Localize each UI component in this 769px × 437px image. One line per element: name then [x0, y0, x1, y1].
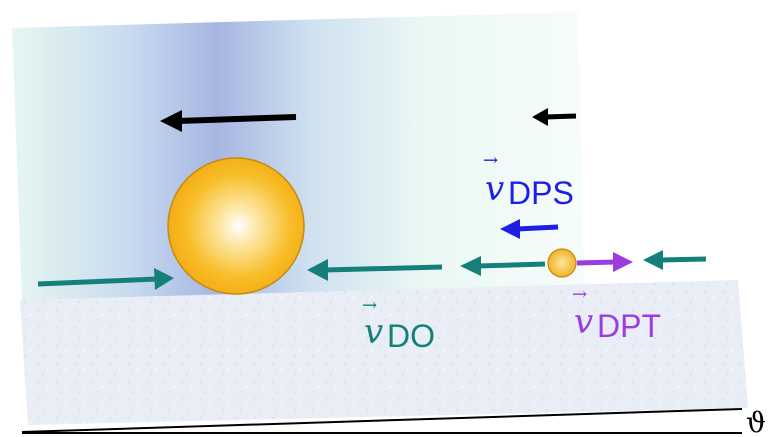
label-v-dps: → v DPS — [483, 150, 574, 211]
substrate-wall — [20, 280, 748, 425]
v-dpt-symbol: v — [574, 302, 593, 342]
v-dps-subscript: DPS — [508, 175, 574, 211]
fluid-region — [12, 12, 584, 300]
label-v-dpt: → v DPT — [572, 284, 661, 344]
do-arrow-center — [307, 259, 443, 281]
v-dpt-subscript: DPT — [597, 308, 661, 344]
small-particle — [547, 248, 577, 278]
flow-arrow-large — [160, 110, 297, 132]
incline-line — [21, 408, 743, 433]
incline-angle-label: ϑ — [746, 406, 766, 437]
v-do-symbol: v — [364, 312, 383, 352]
v-do-vector-arrow: → — [362, 295, 377, 316]
dps-arrow — [500, 219, 559, 239]
dpt-arrow — [576, 252, 633, 272]
do-arrow-near-particle — [460, 256, 546, 276]
large-particle — [167, 157, 305, 295]
flow-arrow-small — [532, 108, 577, 126]
label-v-do: → v DO — [362, 295, 435, 354]
v-dps-symbol: v — [485, 169, 504, 209]
v-dpt-vector-arrow: → — [572, 284, 587, 305]
do-arrow-right — [643, 250, 707, 270]
do-arrow-left — [37, 268, 174, 290]
v-do-subscript: DO — [387, 318, 435, 354]
v-dps-vector-arrow: → — [483, 150, 498, 171]
